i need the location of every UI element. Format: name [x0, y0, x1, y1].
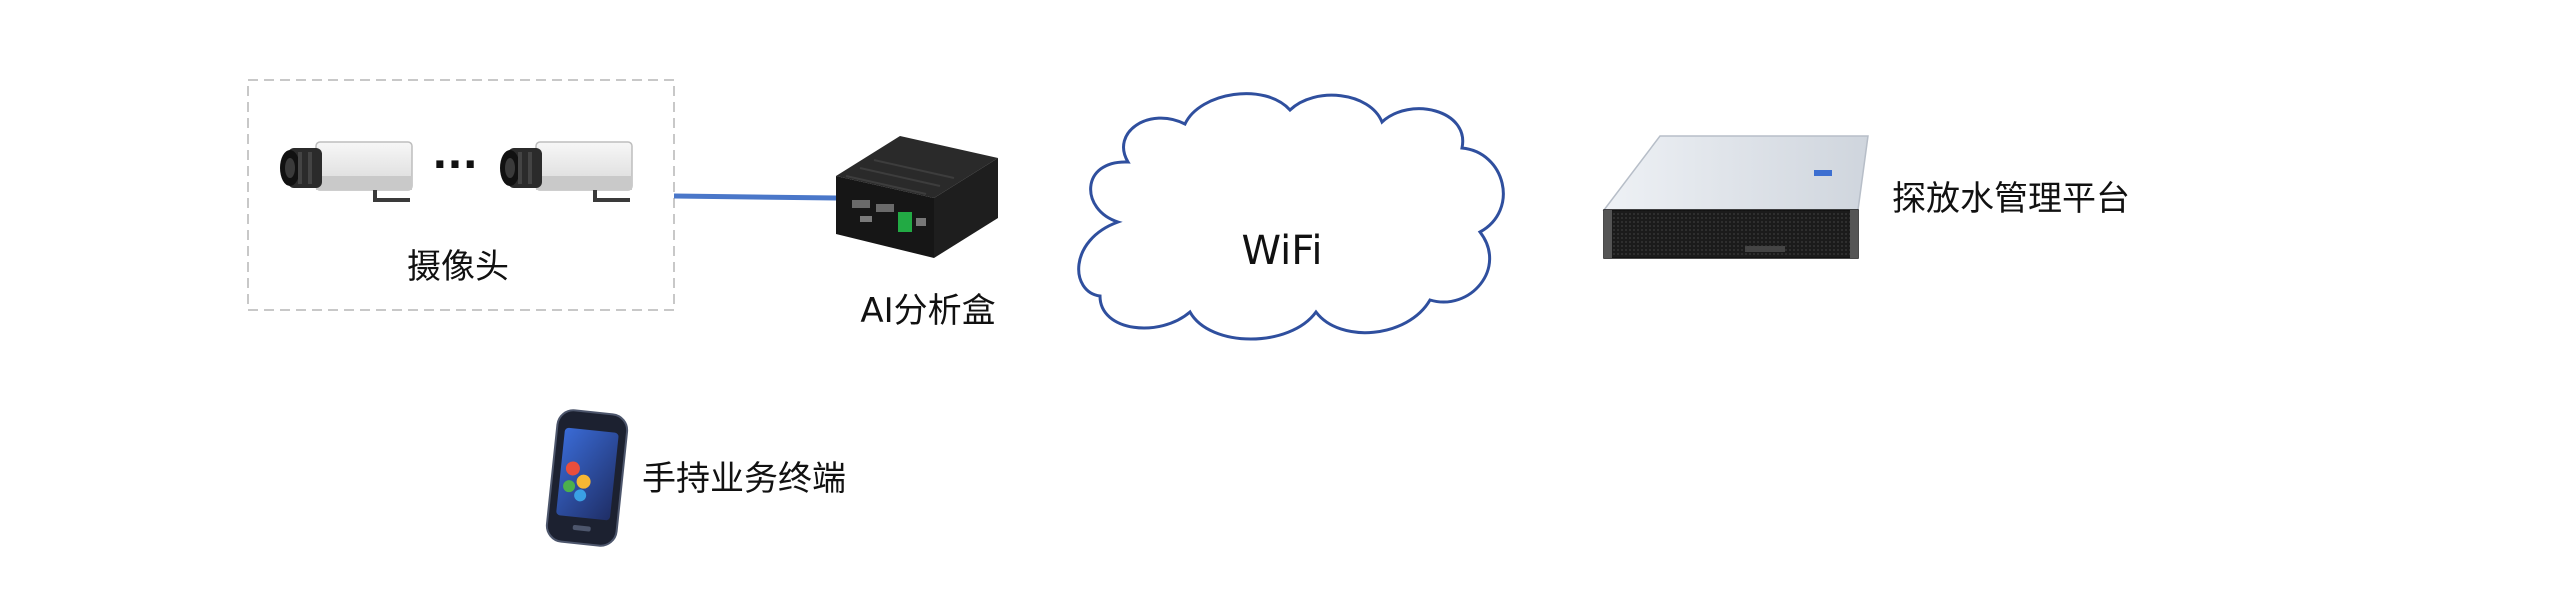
camera-group-label: 摄像头 [407, 247, 509, 287]
camera-icon [280, 141, 413, 202]
camera-group-frame [247, 79, 675, 311]
ethernet-link [673, 193, 837, 201]
wifi-cloud-icon [1077, 92, 1505, 341]
phone-icon [545, 409, 629, 547]
ellipsis: ··· [432, 142, 478, 188]
camera-icon [500, 141, 633, 202]
platform-label: 探放水管理平台 [1892, 179, 2130, 219]
ai-box-icon [836, 136, 998, 258]
ai-box-label: AI分析盒 [860, 291, 995, 331]
network-label: WiFi [1242, 228, 1323, 274]
handheld-label: 手持业务终端 [642, 459, 846, 499]
server-icon [1602, 135, 1869, 259]
